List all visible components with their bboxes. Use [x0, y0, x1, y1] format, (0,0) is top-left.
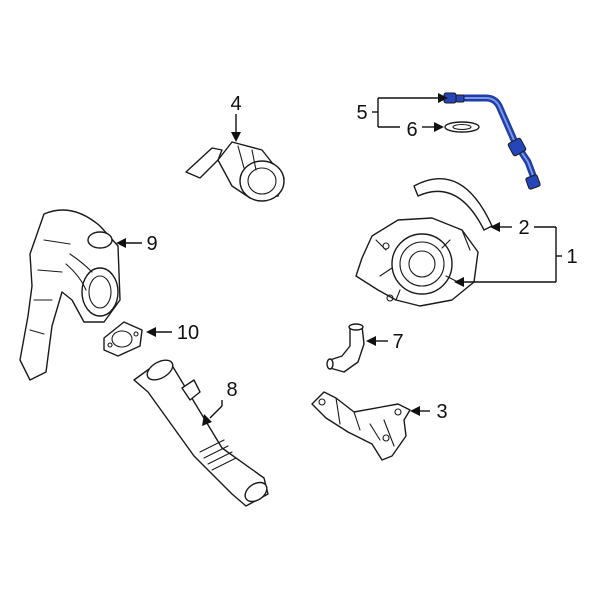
callout-4: 4: [230, 93, 242, 142]
callout-label-9: 9: [146, 233, 157, 255]
part-10-gasket[interactable]: [103, 321, 143, 357]
callout-5-6: 5 6: [356, 93, 448, 141]
callout-1-2: 2 1: [454, 217, 578, 287]
callout-label-2: 2: [518, 217, 529, 239]
callout-9: 9: [116, 233, 158, 255]
callout-3: 3: [410, 401, 448, 423]
callout-label-5: 5: [356, 102, 367, 124]
callout-8: 8: [202, 379, 238, 426]
part-6-washer[interactable]: [444, 121, 480, 133]
callout-label-3: 3: [436, 401, 447, 423]
callout-label-1: 1: [566, 246, 577, 268]
callout-10: 10: [146, 322, 199, 344]
part-5-oil-line[interactable]: [443, 92, 541, 190]
part-2-heat-shield[interactable]: [413, 177, 493, 231]
part-8-pipe[interactable]: [133, 356, 270, 507]
callout-label-10: 10: [177, 322, 199, 344]
callout-label-8: 8: [226, 379, 237, 401]
callout-label-4: 4: [230, 93, 241, 115]
callout-label-7: 7: [392, 331, 403, 353]
part-1-turbocharger[interactable]: [355, 217, 479, 307]
part-3-bracket[interactable]: [311, 391, 411, 461]
callout-label-6: 6: [406, 119, 417, 141]
part-7-bent-tube[interactable]: [326, 323, 365, 373]
part-4-elbow-tube[interactable]: [185, 141, 285, 202]
callout-7: 7: [366, 331, 404, 353]
part-9-intake-duct[interactable]: [19, 209, 121, 381]
